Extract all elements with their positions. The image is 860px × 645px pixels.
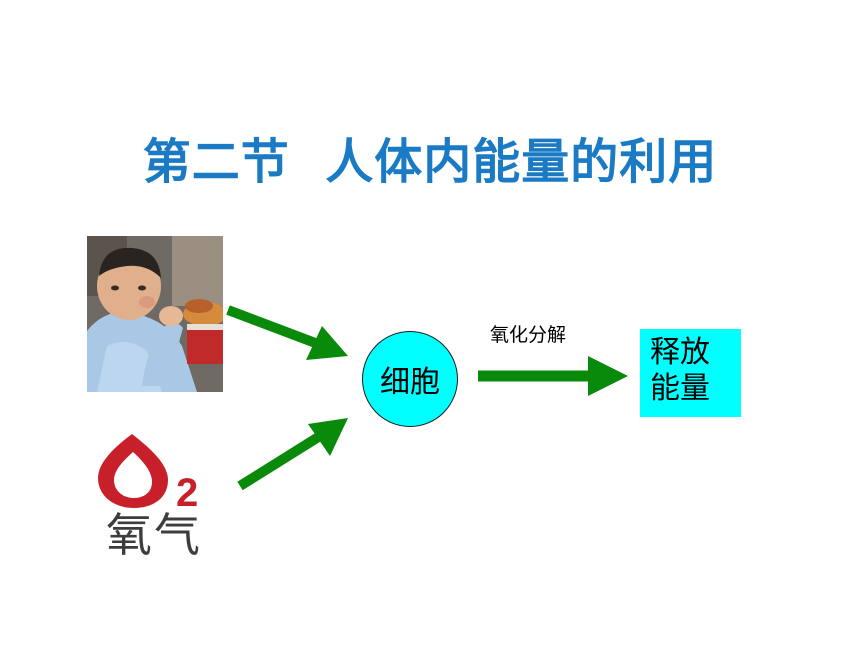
oxidation-label: 氧化分解 [490, 324, 567, 346]
child-eating-photo [87, 236, 223, 392]
slide-title: 第二节 人体内能量的利用 [142, 134, 718, 190]
cell-node: 细胞 [362, 331, 458, 427]
o2-subscript: 2 [176, 471, 198, 510]
release-energy-box: 释放 能量 [640, 329, 741, 417]
result-line-1: 释放 [650, 335, 710, 370]
arrow-oxygen-to-cell [237, 418, 348, 491]
oxygen-label: 氧气 [106, 508, 202, 562]
result-line-2: 能量 [650, 371, 710, 406]
cell-node-label: 细胞 [380, 365, 440, 400]
oxygen-o2-logo: 2 氧气 [90, 428, 218, 560]
arrow-food-to-cell [226, 305, 348, 360]
arrow-cell-to-result [478, 356, 628, 396]
